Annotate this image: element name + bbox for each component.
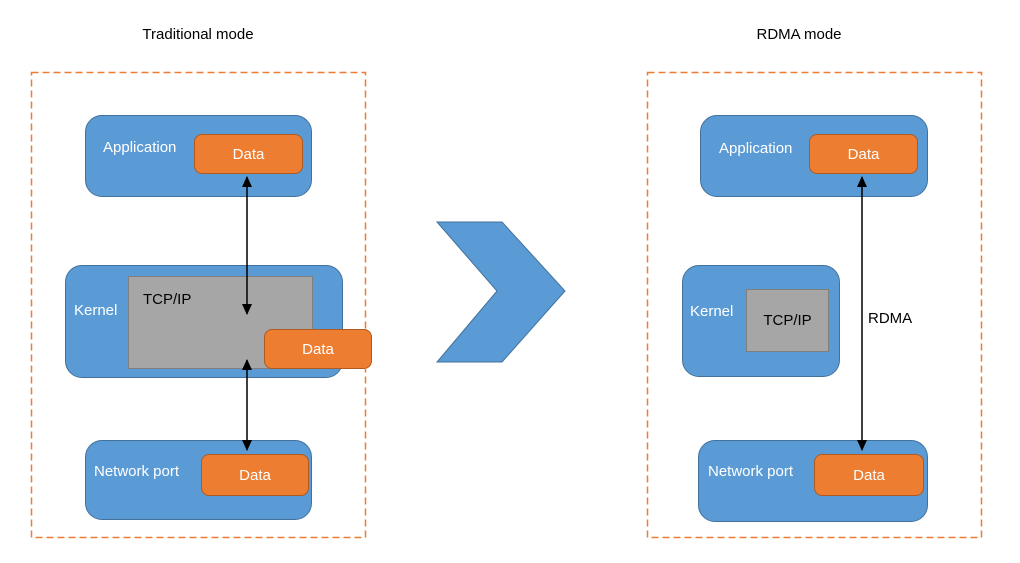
left-network-data-box: Data <box>201 454 309 496</box>
left-kernel-data-box: Data <box>264 329 372 369</box>
left-application-box: Application Data <box>85 115 312 197</box>
right-tcpip-box: TCP/IP <box>746 289 829 352</box>
left-kernel-label: Kernel <box>74 302 118 319</box>
right-network-port-box: Network port Data <box>698 440 928 522</box>
transition-chevron-icon <box>435 221 566 363</box>
right-network-port-label: Network port <box>708 463 794 480</box>
right-kernel-box: Kernel TCP/IP <box>682 265 840 377</box>
rdma-arrow-label: RDMA <box>868 310 913 327</box>
left-application-label: Application <box>103 139 177 156</box>
left-kernel-box: Kernel TCP/IP Data <box>65 265 372 378</box>
right-application-data-box: Data <box>809 134 918 174</box>
left-tcpip-box: TCP/IP Data <box>128 276 372 369</box>
right-application-label: Application <box>719 140 793 157</box>
left-network-port-label: Network port <box>94 463 180 480</box>
right-application-box: Application Data <box>700 115 928 197</box>
right-network-data-box: Data <box>814 454 924 496</box>
left-network-port-box: Network port Data <box>85 440 312 520</box>
left-application-data-box: Data <box>194 134 303 174</box>
left-panel-title: Traditional mode <box>142 26 254 43</box>
right-panel-title: RDMA mode <box>756 26 842 43</box>
left-tcpip-label: TCP/IP <box>143 291 192 308</box>
right-kernel-label: Kernel <box>690 303 734 320</box>
